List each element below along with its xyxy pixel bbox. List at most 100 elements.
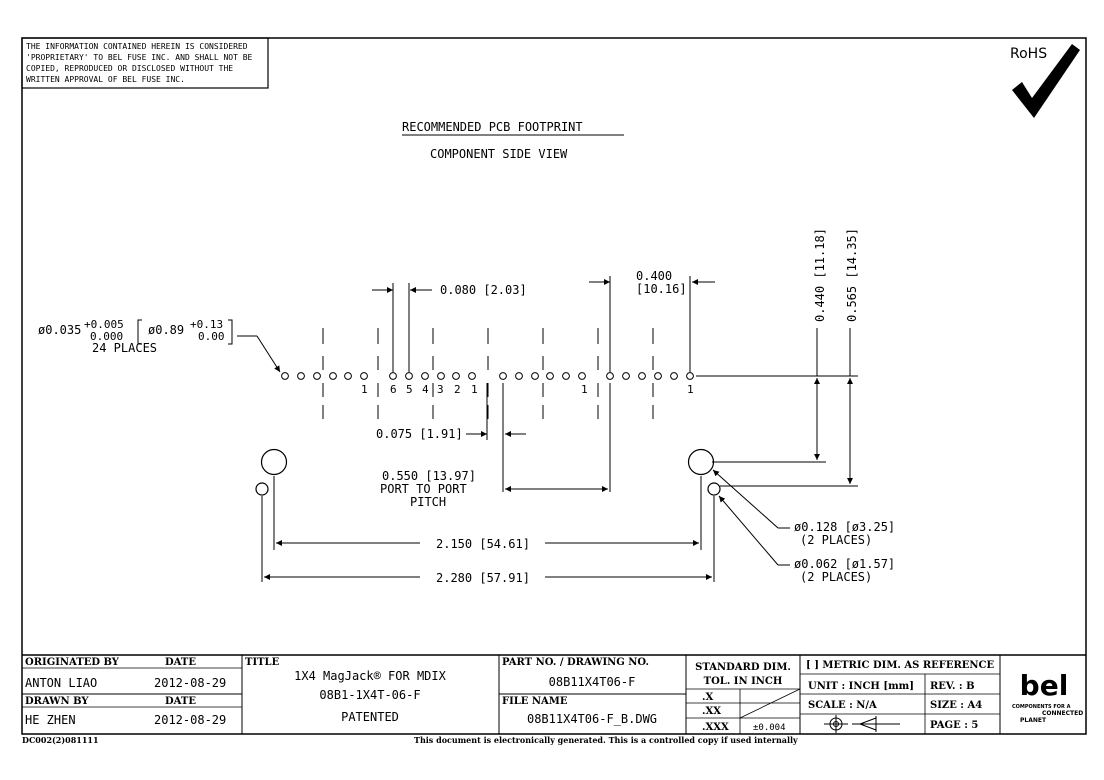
title-block xyxy=(22,654,1086,734)
tol-x: .X xyxy=(702,692,713,703)
pin-hole xyxy=(329,372,337,380)
notice-line-4: WRITTEN APPROVAL OF BEL FUSE INC. xyxy=(26,75,185,84)
notice-line-1: THE INFORMATION CONTAINED HEREIN IS CONS… xyxy=(26,42,248,51)
pin-label: 1 xyxy=(687,383,694,396)
pin-label: 3 xyxy=(437,383,444,396)
notice-line-3: COPIED, REPRODUCED OR DISCLOSED WITHOUT … xyxy=(26,64,233,73)
dia-062-text: ø0.062 [ø1.57] xyxy=(794,557,895,571)
logo-tag-3: PLANET xyxy=(1020,717,1047,724)
pin-hole xyxy=(297,372,305,380)
mounting-holes xyxy=(255,448,721,496)
pin-hole xyxy=(281,372,289,380)
page-value: PAGE : 5 xyxy=(930,720,978,731)
dim-400: 0.400 [10.16] xyxy=(589,269,715,372)
title-line-1: 1X4 MagJack® FOR MDIX xyxy=(294,669,446,683)
size-value: SIZE : A4 xyxy=(930,700,982,711)
pitch-text-b: PITCH xyxy=(410,495,446,509)
pin-label: 2 xyxy=(454,383,461,396)
dia-128-text: ø0.128 [ø3.25] xyxy=(794,520,895,534)
dim-550: 0.550 [13.97] PORT TO PORT PITCH xyxy=(380,383,611,509)
pin-hole xyxy=(344,372,352,380)
rev-value: REV. : B xyxy=(930,681,975,692)
mount-hole-small xyxy=(255,482,269,496)
dia-062-places: (2 PLACES) xyxy=(800,570,872,584)
file-name-label: FILE NAME xyxy=(502,696,568,707)
dim-550-text: 0.550 [13.97] xyxy=(382,469,476,483)
proprietary-notice: THE INFORMATION CONTAINED HEREIN IS CONS… xyxy=(21,37,269,89)
pin-hole xyxy=(606,372,614,380)
pin-hole xyxy=(670,372,678,380)
checkmark-icon xyxy=(1012,44,1080,118)
tol-xxx-value: ±0.004 xyxy=(753,723,786,733)
mount-hole-large xyxy=(687,448,715,476)
pin-hole xyxy=(499,372,507,380)
scale-value: SCALE : N/A xyxy=(808,700,877,711)
pin-hole xyxy=(686,372,694,380)
hole-tol-plus: +0.005 xyxy=(84,318,124,331)
dim-440-text: 0.440 [11.18] xyxy=(813,228,827,322)
pin-hole xyxy=(405,372,413,380)
dim-075: 0.075 [1.91] xyxy=(376,383,526,441)
file-name-value: 08B11X4T06-F_B.DWG xyxy=(527,712,657,726)
dim-400-text-a: 0.400 xyxy=(636,269,672,283)
footer-note: This document is electronically generate… xyxy=(414,735,798,745)
hole-places: 24 PLACES xyxy=(92,341,157,355)
drawing-title: RECOMMENDED PCB FOOTPRINT xyxy=(402,120,583,134)
pin-holes xyxy=(281,372,694,380)
dim-vertical: 0.440 [11.18] 0.565 [14.35] xyxy=(696,228,859,487)
date-value-1: 2012-08-29 xyxy=(154,676,226,690)
drawing-subtitle: COMPONENT SIDE VIEW xyxy=(430,147,568,161)
bel-logo-text: bel xyxy=(1020,669,1069,702)
dim-565-text: 0.565 [14.35] xyxy=(845,228,859,322)
pin-hole xyxy=(546,372,554,380)
title-line-3: PATENTED xyxy=(341,710,399,724)
unit-value: UNIT : INCH [mm] xyxy=(808,681,914,692)
port-marks xyxy=(322,328,654,419)
mount-hole-large xyxy=(260,448,288,476)
footer-code: DC002(2)081111 xyxy=(22,735,99,745)
pin-label: 6 xyxy=(390,383,397,396)
pitch-text-a: PORT TO PORT xyxy=(380,482,467,496)
pin-hole xyxy=(313,372,321,380)
pin-hole xyxy=(421,372,429,380)
pin-label: 5 xyxy=(406,383,413,396)
pin-hole xyxy=(360,372,368,380)
pin-label: 1 xyxy=(471,383,478,396)
tol-xxx: .XXX xyxy=(702,722,729,733)
dim-400-text-b: [10.16] xyxy=(636,282,687,296)
bel-logo: bel COMPONENTS FOR A CONNECTED PLANET xyxy=(1012,669,1083,724)
hole-metric-minus: 0.00 xyxy=(198,330,225,343)
pin-hole xyxy=(468,372,476,380)
part-no-value: 08B11X4T06-F xyxy=(549,675,636,689)
title-line-2: 08B1-1X4T-06-F xyxy=(319,688,420,702)
hole-dia: ø0.035 xyxy=(38,323,81,337)
pin-hole xyxy=(452,372,460,380)
dia-128-places: (2 PLACES) xyxy=(800,533,872,547)
pin-number-labels: 1 6 5 4 3 2 1 1 1 xyxy=(361,383,694,396)
pin-label: 1 xyxy=(581,383,588,396)
date-label-1: DATE xyxy=(165,657,196,668)
title-block-text: ORIGINATED BY DATE ANTON LIAO 2012-08-29… xyxy=(25,657,995,733)
hole-metric-plus: +0.13 xyxy=(190,318,223,331)
dim-2280-text: 2.280 [57.91] xyxy=(436,571,530,585)
rohs-mark: RoHS xyxy=(1010,44,1080,118)
rohs-label: RoHS xyxy=(1010,46,1047,62)
std-dim-label: STANDARD DIM. xyxy=(695,662,791,673)
logo-tag-1: COMPONENTS FOR A xyxy=(1012,704,1071,710)
pin-label: 1 xyxy=(361,383,368,396)
tol-xx: .XX xyxy=(702,706,721,717)
pin-hole xyxy=(562,372,570,380)
pin-hole xyxy=(531,372,539,380)
metric-ref: [ ] METRIC DIM. AS REFERENCE xyxy=(806,660,995,671)
hole-tol-minus: 0.000 xyxy=(90,330,123,343)
pin-hole xyxy=(437,372,445,380)
sheet-border xyxy=(21,37,1087,735)
projection-symbol-icon xyxy=(824,715,900,733)
pin-label: 4 xyxy=(422,383,429,396)
pin-hole xyxy=(578,372,586,380)
dim-080-text: 0.080 [2.03] xyxy=(440,283,527,297)
dim-2280: 2.280 [57.91] xyxy=(261,496,715,585)
drawn-by-value: HE ZHEN xyxy=(25,713,76,727)
dim-075-text: 0.075 [1.91] xyxy=(376,427,463,441)
